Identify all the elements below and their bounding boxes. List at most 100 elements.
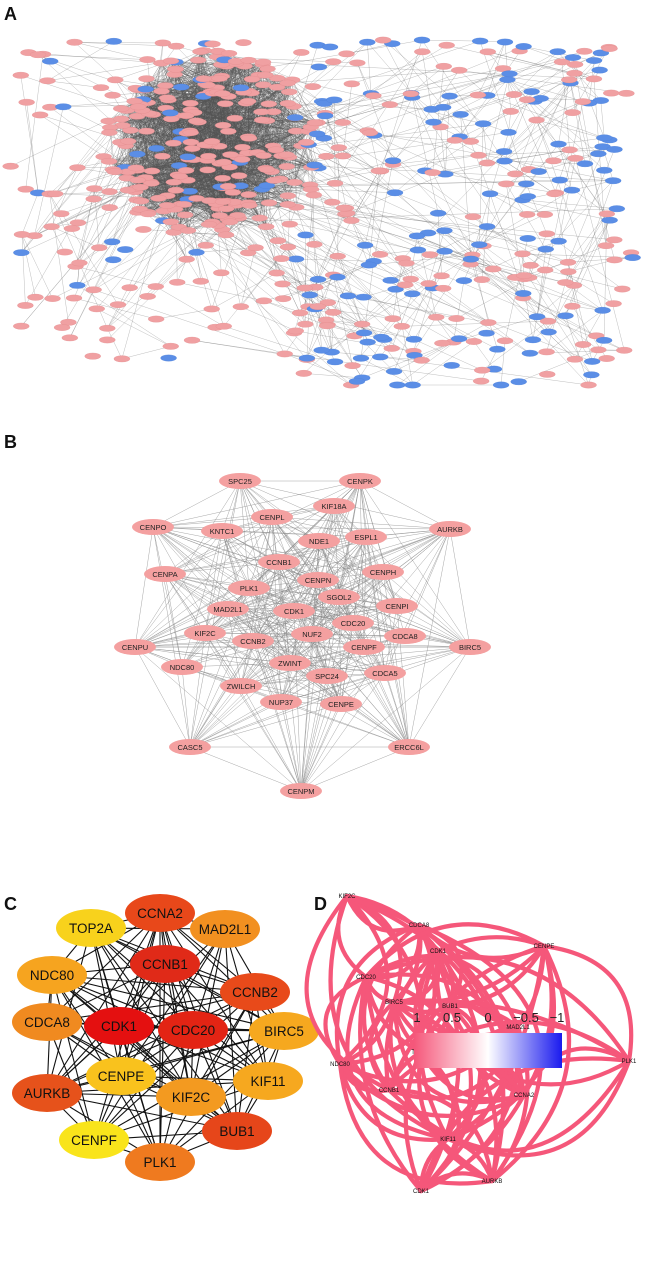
network-node bbox=[499, 76, 515, 82]
network-node bbox=[540, 318, 556, 324]
network-node bbox=[17, 302, 33, 308]
network-node bbox=[196, 76, 212, 82]
network-node bbox=[179, 256, 195, 262]
network-node bbox=[327, 180, 343, 186]
network-node bbox=[233, 303, 249, 309]
node-label: MAD2L1 bbox=[213, 605, 242, 614]
network-node bbox=[533, 95, 549, 101]
network-edge bbox=[526, 184, 547, 234]
network-node bbox=[538, 246, 554, 252]
network-node bbox=[280, 100, 296, 106]
node-label: KIF2C bbox=[194, 629, 216, 638]
network-node bbox=[13, 72, 29, 78]
network-node bbox=[382, 101, 398, 107]
network-node bbox=[386, 368, 402, 374]
network-node bbox=[519, 211, 535, 217]
network-node bbox=[546, 158, 562, 164]
network-node bbox=[127, 98, 143, 104]
network-node bbox=[233, 85, 249, 91]
network-node bbox=[148, 316, 164, 322]
network-node bbox=[503, 108, 519, 114]
network-node bbox=[69, 282, 85, 288]
network-node bbox=[599, 211, 615, 217]
network-node bbox=[324, 199, 340, 205]
network-node bbox=[193, 278, 209, 284]
network-node bbox=[234, 156, 250, 162]
network-node bbox=[335, 119, 351, 125]
node-label: CENPK bbox=[347, 477, 373, 486]
network-node bbox=[520, 193, 536, 199]
network-node bbox=[107, 77, 123, 83]
node-label: NDE1 bbox=[309, 537, 329, 546]
network-edge bbox=[135, 527, 153, 647]
network-node bbox=[30, 51, 46, 57]
network-node bbox=[349, 378, 365, 384]
network-node bbox=[562, 147, 578, 153]
network-node bbox=[278, 152, 294, 158]
network-node bbox=[182, 100, 198, 106]
network-node bbox=[479, 330, 495, 336]
node-label: AURKB bbox=[24, 1086, 71, 1101]
network-node bbox=[453, 111, 469, 117]
network-node bbox=[442, 93, 458, 99]
network-node bbox=[71, 260, 87, 266]
node-label: CENPL bbox=[259, 513, 284, 522]
network-node bbox=[539, 349, 555, 355]
network-node bbox=[130, 177, 146, 183]
network-node bbox=[516, 43, 532, 49]
network-node bbox=[318, 317, 334, 323]
network-node bbox=[564, 303, 580, 309]
network-node bbox=[326, 97, 342, 103]
network-node bbox=[241, 191, 257, 197]
network-node bbox=[151, 195, 167, 201]
network-node bbox=[614, 286, 630, 292]
network-edge bbox=[190, 747, 301, 791]
network-node bbox=[39, 78, 55, 84]
network-node bbox=[373, 334, 389, 340]
network-node bbox=[234, 144, 250, 150]
network-node bbox=[403, 276, 419, 282]
network-edge bbox=[153, 527, 450, 529]
network-node bbox=[298, 232, 314, 238]
network-node bbox=[99, 325, 115, 331]
network-node bbox=[13, 323, 29, 329]
network-node bbox=[218, 232, 234, 238]
network-node bbox=[180, 154, 196, 160]
network-node bbox=[330, 253, 346, 259]
network-node bbox=[297, 285, 313, 291]
node-label: CDK1 bbox=[101, 1019, 137, 1034]
network-node bbox=[430, 210, 446, 216]
network-edge bbox=[22, 234, 25, 305]
network-node bbox=[448, 315, 464, 321]
network-node bbox=[27, 294, 43, 300]
node-label: CDC20 bbox=[171, 1023, 215, 1038]
network-node bbox=[345, 362, 361, 368]
network-node bbox=[482, 191, 498, 197]
network-edge bbox=[441, 127, 446, 174]
network-node bbox=[335, 153, 351, 159]
network-node bbox=[525, 337, 541, 343]
network-node bbox=[506, 91, 522, 97]
network-edge bbox=[411, 236, 417, 279]
network-node bbox=[498, 181, 514, 187]
node-label: BIRC5 bbox=[264, 1024, 304, 1039]
network-edge bbox=[482, 321, 548, 370]
network-node bbox=[222, 151, 238, 157]
network-node bbox=[161, 355, 177, 361]
network-node bbox=[463, 256, 479, 262]
network-node bbox=[163, 219, 179, 225]
network-edge bbox=[508, 100, 527, 133]
network-node bbox=[575, 341, 591, 347]
network-node bbox=[550, 49, 566, 55]
node-label: NUP37 bbox=[269, 698, 293, 707]
network-node bbox=[235, 39, 251, 45]
node-label: CDC20 bbox=[341, 619, 366, 628]
network-node bbox=[159, 95, 175, 101]
network-node bbox=[105, 257, 121, 263]
network-node bbox=[53, 210, 69, 216]
network-node bbox=[472, 38, 488, 44]
network-node bbox=[406, 336, 422, 342]
